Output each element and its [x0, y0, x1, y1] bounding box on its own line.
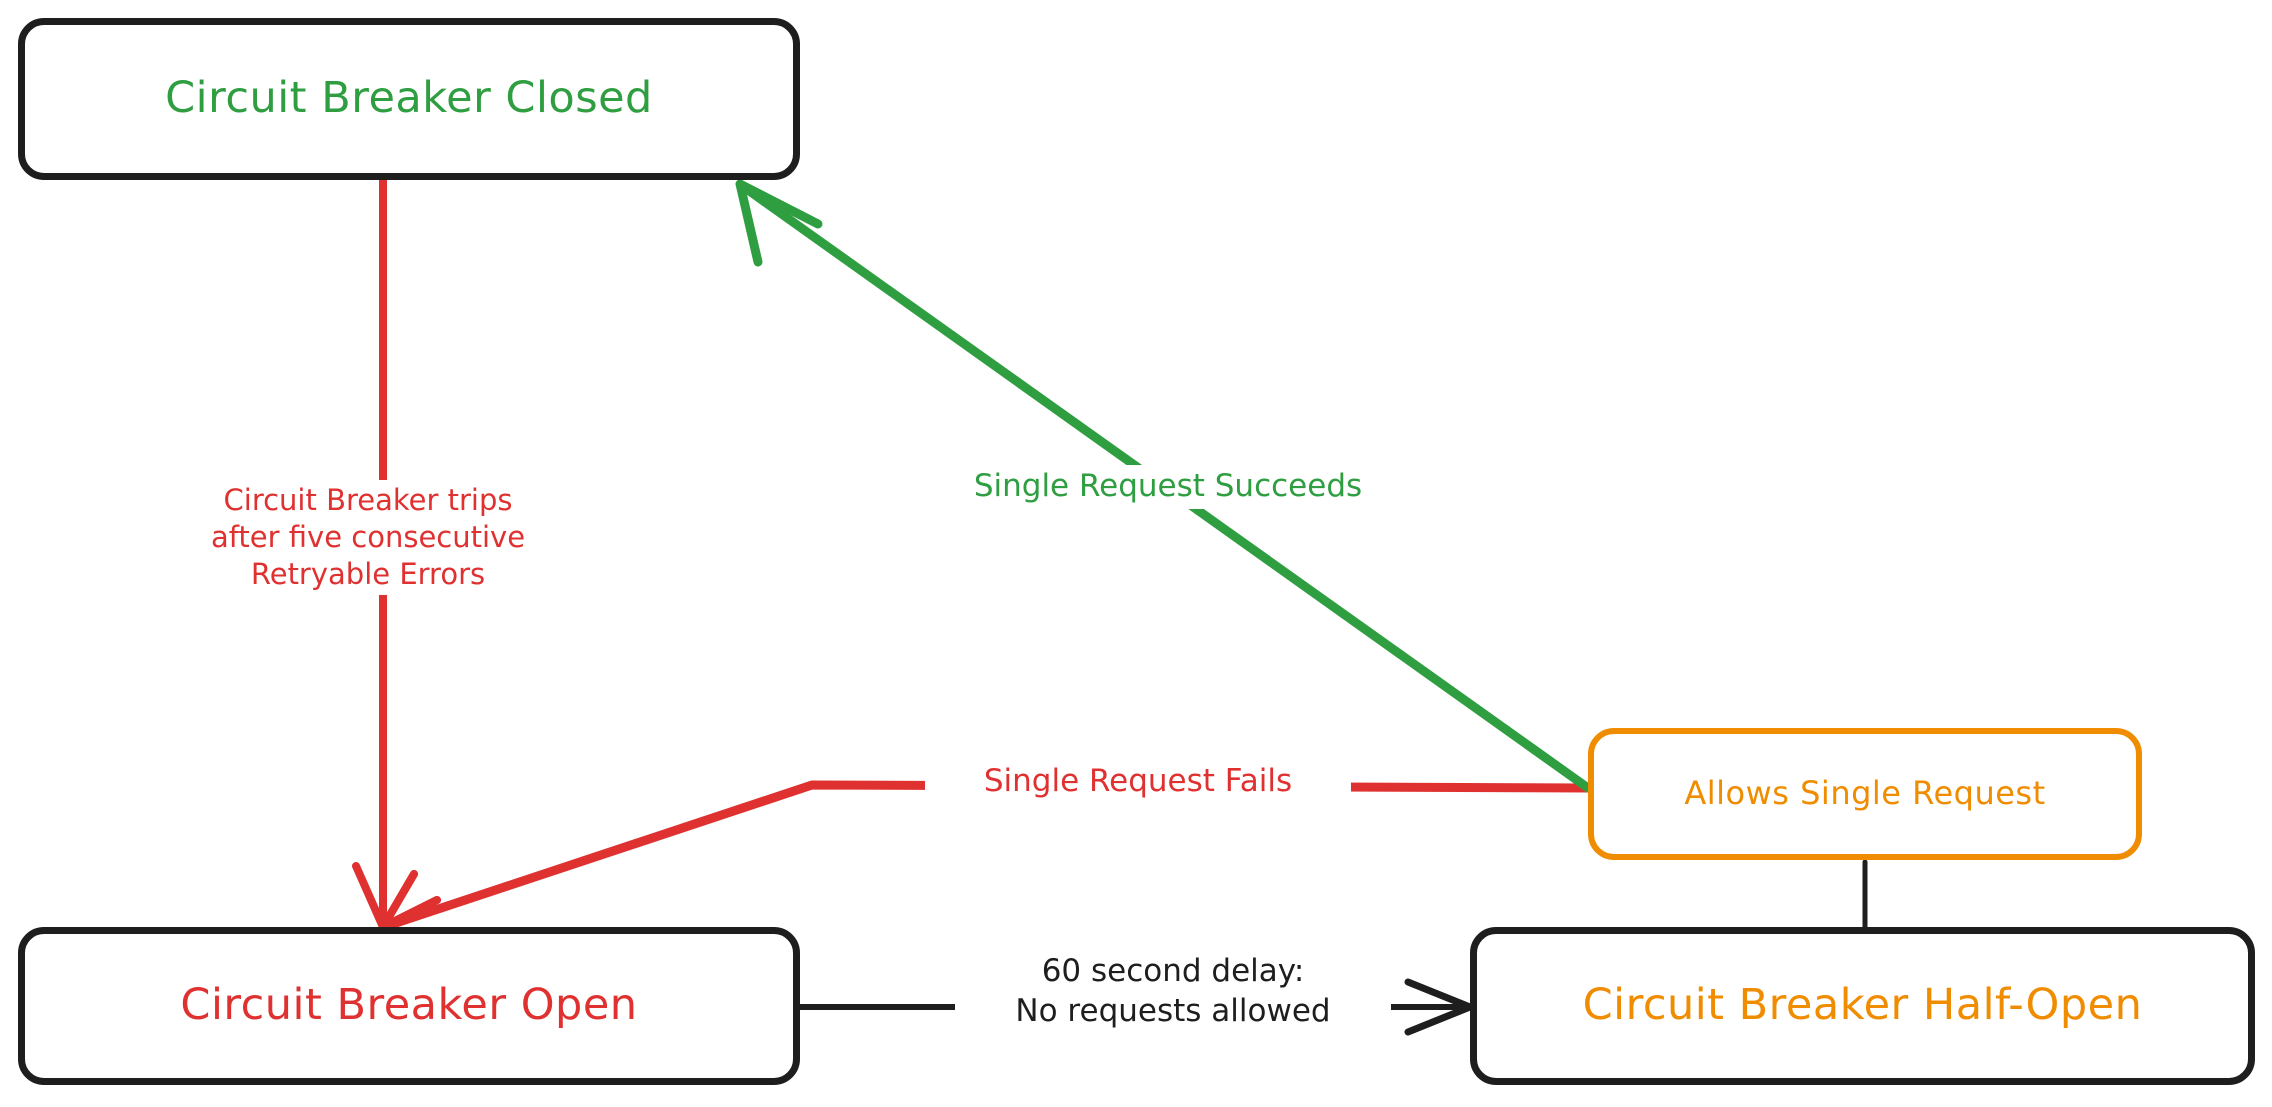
state-node-circuit-breaker-half-open[interactable]: Circuit Breaker Half-Open [1470, 927, 2255, 1085]
edge-fails-path [379, 780, 1593, 931]
state-node-open-label: Circuit Breaker Open [180, 980, 638, 1031]
state-node-half-open-label: Circuit Breaker Half-Open [1582, 980, 2143, 1031]
edge-label-60-second-delay: 60 second delay: No requests allowed [955, 950, 1391, 1034]
state-node-circuit-breaker-open[interactable]: Circuit Breaker Open [18, 927, 800, 1085]
state-node-closed-label: Circuit Breaker Closed [165, 73, 653, 124]
edge-label-single-request-fails: Single Request Fails [925, 760, 1351, 804]
state-node-allows-single-request[interactable]: Allows Single Request [1588, 728, 2142, 860]
edge-label-trips: Circuit Breaker trips after five consecu… [150, 480, 586, 596]
state-node-allows-label: Allows Single Request [1684, 774, 2046, 813]
state-node-circuit-breaker-closed[interactable]: Circuit Breaker Closed [18, 18, 800, 180]
edge-label-single-request-succeeds: Single Request Succeeds [910, 465, 1426, 509]
